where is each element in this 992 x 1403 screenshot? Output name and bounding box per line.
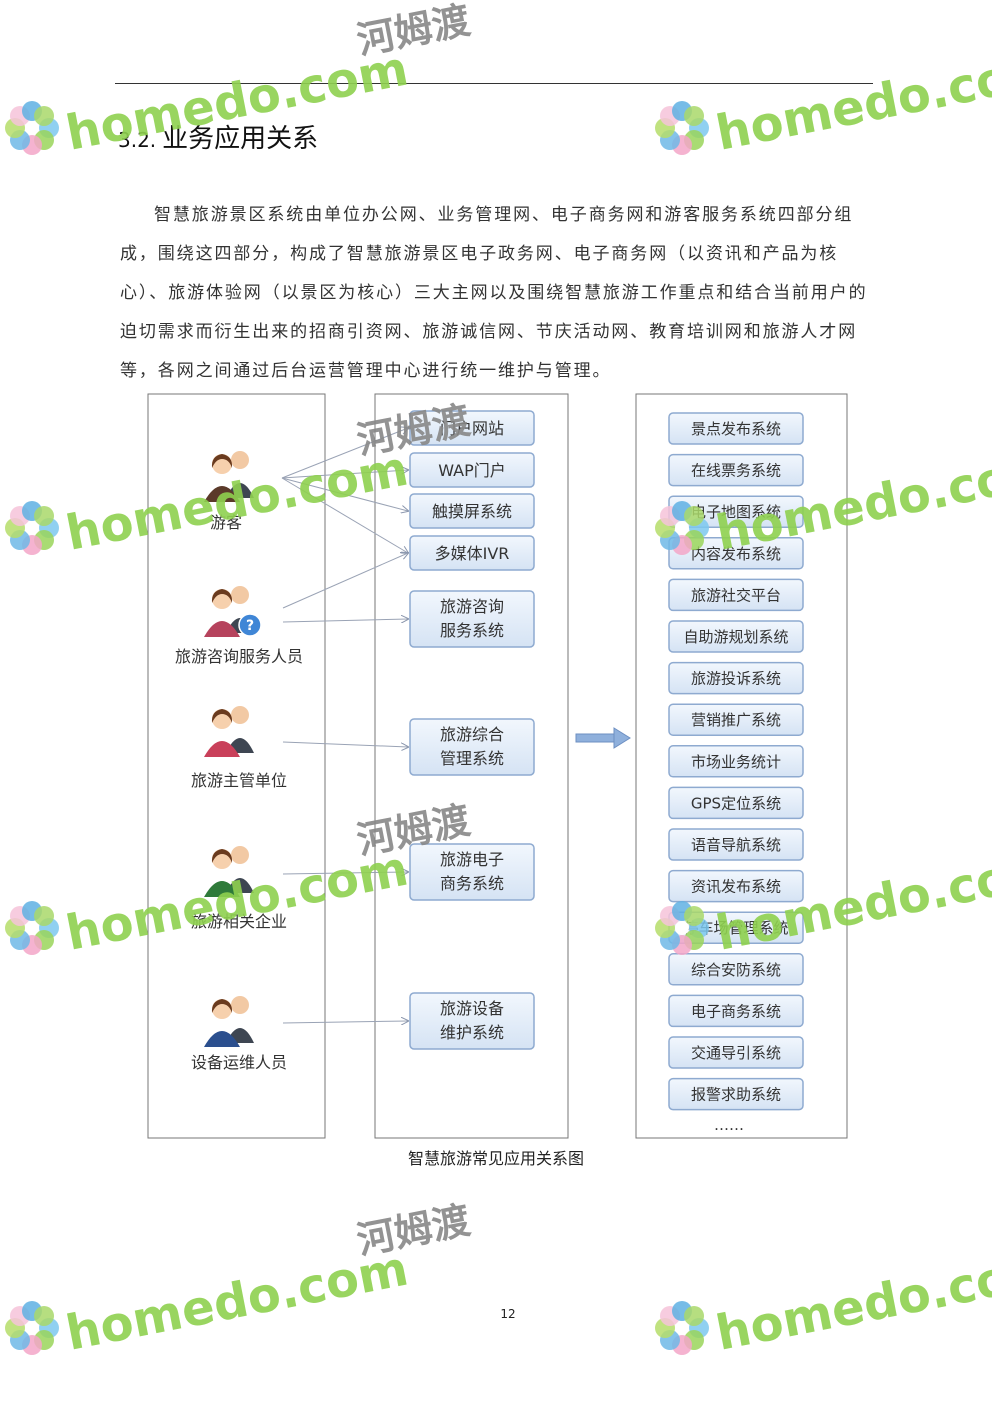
connector-arrow	[282, 553, 408, 609]
middle-system-label: 旅游设备	[440, 999, 504, 1018]
middle-system-label: 旅游咨询	[440, 597, 504, 616]
user-role: ? 旅游咨询服务人员	[175, 586, 303, 666]
middle-system-label: 管理系统	[440, 749, 504, 768]
user-role-label: 旅游相关企业	[191, 912, 287, 931]
right-system-box: 电子地图系统	[668, 495, 804, 528]
connector-arrows	[281, 428, 408, 1023]
connector-arrow	[282, 1021, 408, 1023]
right-system-box: 营销推广系统	[668, 703, 804, 736]
user-role: 设备运维人员	[191, 996, 287, 1072]
section-number: 3.2.	[118, 128, 157, 152]
right-column-frame	[635, 393, 848, 1139]
right-system-label: 在线票务系统	[691, 462, 781, 480]
right-system-label: GPS定位系统	[691, 794, 781, 812]
middle-system-label: 商务系统	[440, 874, 504, 893]
connector-arrow	[281, 470, 408, 479]
page-number: 12	[500, 1307, 516, 1321]
right-system-label: 报警求助系统	[691, 1086, 781, 1104]
middle-system-box: 多媒体IVR	[409, 535, 535, 571]
middle-system-box: 触摸屏系统	[409, 493, 535, 529]
right-system-label: 旅游社交平台	[691, 586, 781, 604]
right-system-box: 市场业务统计	[668, 745, 804, 778]
middle-system-label: 维护系统	[440, 1023, 504, 1042]
right-system-label: 电子地图系统	[691, 503, 781, 521]
middle-system-label: 触摸屏系统	[432, 502, 512, 521]
right-system-box: 综合安防系统	[668, 953, 804, 986]
section-title-text: 业务应用关系	[162, 124, 319, 154]
right-system-box: 停车场管理系统	[668, 911, 804, 944]
right-systems: 景点发布系统在线票务系统电子地图系统内容发布系统旅游社交平台自助游规划系统旅游投…	[668, 412, 804, 1111]
right-system-label: 旅游投诉系统	[691, 670, 781, 688]
user-role: 旅游相关企业	[191, 846, 287, 931]
middle-system-label: WAP门户	[438, 461, 506, 480]
connector-arrow	[281, 477, 408, 553]
right-system-box: 报警求助系统	[668, 1077, 804, 1111]
user-role: 游客	[204, 451, 254, 532]
right-system-box: GPS定位系统	[668, 786, 804, 820]
right-system-label: 营销推广系统	[691, 711, 781, 729]
right-system-label: 停车场管理系统	[683, 919, 788, 937]
person-icon	[204, 706, 254, 757]
figure-caption: 智慧旅游常见应用关系图	[407, 1149, 584, 1168]
right-system-box: 旅游社交平台	[668, 578, 804, 612]
connector-arrow	[281, 477, 408, 511]
middle-system-label: 门户网站	[440, 419, 504, 438]
user-role: 旅游主管单位	[191, 706, 287, 790]
header-rule	[115, 83, 873, 84]
middle-system-label: 旅游综合	[440, 725, 504, 744]
right-system-label: 市场业务统计	[691, 753, 781, 771]
right-system-label: 语音导航系统	[691, 836, 781, 854]
connector-arrow	[281, 428, 408, 479]
right-system-label: 交通导引系统	[691, 1044, 781, 1062]
right-system-box: 内容发布系统	[668, 537, 804, 570]
middle-system-label: 服务系统	[440, 621, 504, 640]
person-icon	[204, 996, 254, 1047]
right-system-label: 综合安防系统	[691, 961, 781, 979]
person-icon	[204, 846, 254, 897]
big-flow-arrow	[575, 727, 631, 749]
right-system-label: 景点发布系统	[691, 420, 781, 438]
user-role-label: 旅游主管单位	[191, 771, 287, 790]
person-icon	[204, 451, 254, 502]
section-heading: 3.2.业务应用关系	[118, 118, 318, 155]
connector-arrow	[282, 741, 408, 747]
users-column-frame	[147, 393, 326, 1139]
right-system-box: 交通导引系统	[668, 1036, 804, 1069]
right-system-label: 资讯发布系统	[691, 878, 781, 896]
right-system-label: 电子商务系统	[691, 1002, 781, 1020]
connector-arrow	[282, 619, 408, 622]
middle-column-frame	[374, 393, 569, 1139]
right-system-box: 电子商务系统	[668, 994, 804, 1028]
more-systems-ellipsis: ……	[714, 1116, 744, 1134]
user-role-label: 旅游咨询服务人员	[175, 647, 303, 666]
right-system-label: 内容发布系统	[691, 545, 781, 563]
middle-system-label: 旅游电子	[440, 850, 504, 869]
right-system-box: 自助游规划系统	[668, 620, 804, 653]
right-system-box: 景点发布系统	[668, 412, 804, 445]
right-system-box: 语音导航系统	[668, 828, 804, 861]
body-paragraph: 智慧旅游景区系统由单位办公网、业务管理网、电子商务网和游客服务系统四部分组成，围…	[120, 205, 868, 381]
user-role-label: 设备运维人员	[191, 1053, 287, 1072]
middle-system-box: 门户网站	[409, 410, 535, 446]
person-icon: ?	[204, 586, 262, 637]
right-system-box: 在线票务系统	[668, 453, 804, 487]
user-role-label: 游客	[210, 513, 242, 532]
middle-system-label: 多媒体IVR	[435, 544, 510, 563]
svg-text:?: ?	[246, 618, 254, 634]
connector-arrow	[282, 872, 408, 874]
right-system-box: 旅游投诉系统	[668, 661, 804, 695]
right-system-box: 资讯发布系统	[668, 869, 804, 903]
right-system-label: 自助游规划系统	[683, 628, 788, 646]
middle-system-box: WAP门户	[409, 452, 535, 488]
